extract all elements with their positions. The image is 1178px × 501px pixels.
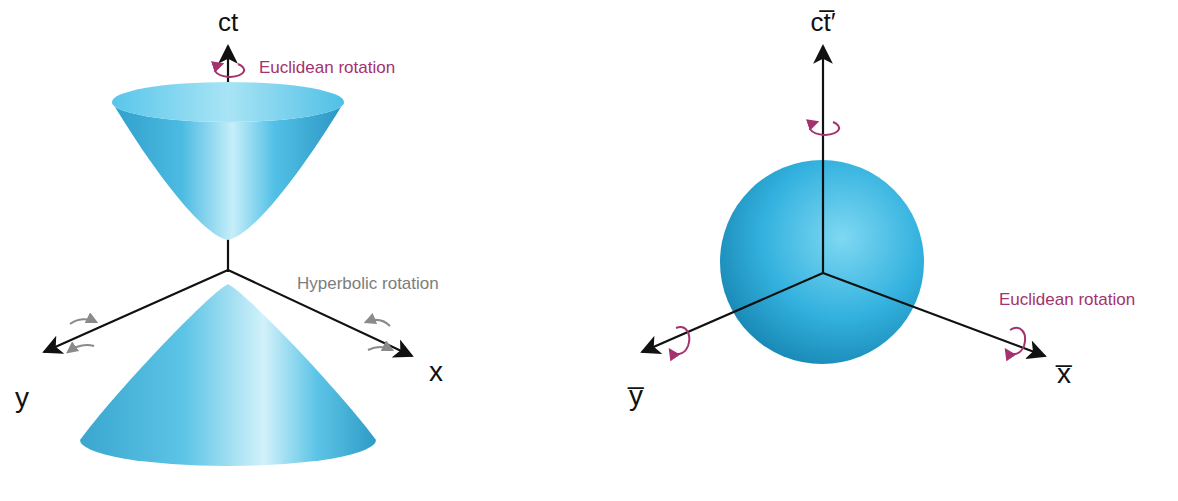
axis-label: y̅ <box>628 381 644 412</box>
rotation-arrow <box>810 122 839 135</box>
rotation-arrow <box>215 64 244 77</box>
axis-label: x <box>428 357 444 388</box>
y-axis <box>44 270 228 352</box>
axis-label: x̅ <box>1056 359 1072 390</box>
rotation-arrow <box>670 327 689 354</box>
ct-bar-axis <box>822 46 824 160</box>
sphere <box>720 160 924 364</box>
rotation-label: Euclidean rotation <box>998 291 1136 310</box>
y-bar-axis <box>642 273 823 352</box>
rotation-label: Hyperbolic rotation <box>296 275 440 294</box>
x-bar-axis <box>823 273 1045 356</box>
hyperbolic-arrow <box>68 345 94 352</box>
rotation-label: Euclidean rotation <box>258 59 396 78</box>
rotation-arrow <box>1006 328 1025 354</box>
upper-sheet-rim <box>112 82 344 122</box>
hyperbolic-arrow <box>70 319 96 324</box>
upper-sheet <box>112 102 344 240</box>
hyperbolic-arrow <box>366 320 390 326</box>
axis-label: ct <box>217 8 239 37</box>
ct-bar-axis-inner <box>822 160 824 273</box>
axis-label: y <box>14 383 30 414</box>
lower-sheet <box>80 284 376 466</box>
axis-label: ct̅′ <box>809 8 836 37</box>
hyperbolic-arrow <box>368 347 392 350</box>
